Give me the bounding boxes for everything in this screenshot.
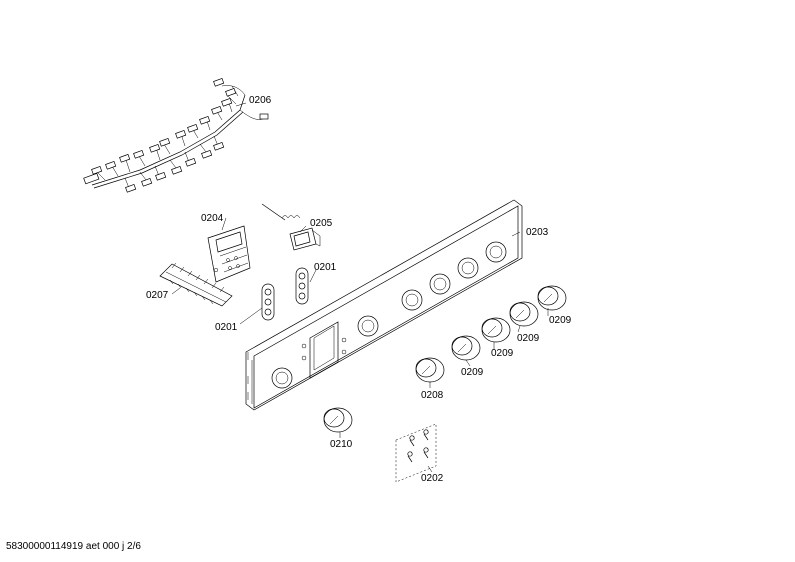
label-0203: 0203 xyxy=(526,227,549,238)
knob-0209-c-part[interactable] xyxy=(509,301,539,327)
knob-0209-a-part[interactable] xyxy=(451,335,481,361)
label-0201-left: 0201 xyxy=(215,322,238,333)
leader-lines xyxy=(171,102,549,473)
label-0202: 0202 xyxy=(421,473,444,484)
knob-holder-left-part[interactable] xyxy=(261,283,275,321)
label-0209-d: 0209 xyxy=(549,315,572,326)
knob-holder-right-part[interactable] xyxy=(295,267,309,305)
label-0210: 0210 xyxy=(330,439,353,450)
label-0209-a: 0209 xyxy=(461,367,484,378)
knob-0209-d-part[interactable] xyxy=(537,285,567,311)
label-0207: 0207 xyxy=(146,290,169,301)
knob-0210-part[interactable] xyxy=(323,407,353,433)
label-0201-right: 0201 xyxy=(314,262,337,273)
control-panel-part[interactable] xyxy=(245,199,523,411)
screws-0202-part[interactable] xyxy=(395,423,437,483)
document-id: 58300000114919 aet 000 j 2/6 xyxy=(6,541,141,552)
label-0204: 0204 xyxy=(201,213,224,224)
label-0208: 0208 xyxy=(421,390,444,401)
terminal-block-part[interactable] xyxy=(159,262,233,307)
knob-0209-b-part[interactable] xyxy=(481,317,511,343)
wiring-harness-part[interactable] xyxy=(83,77,269,193)
label-0205: 0205 xyxy=(310,218,333,229)
label-0206: 0206 xyxy=(249,95,272,106)
relay-spring-part[interactable] xyxy=(261,203,321,251)
knob-0208-part[interactable] xyxy=(415,357,445,383)
control-module-part[interactable] xyxy=(207,225,251,283)
panel-knob-openings xyxy=(271,241,507,389)
part-labels: 0206 0204 0205 0203 0201 0207 0201 0209 … xyxy=(146,95,572,484)
label-0209-c: 0209 xyxy=(517,333,540,344)
label-0209-b: 0209 xyxy=(491,348,514,359)
